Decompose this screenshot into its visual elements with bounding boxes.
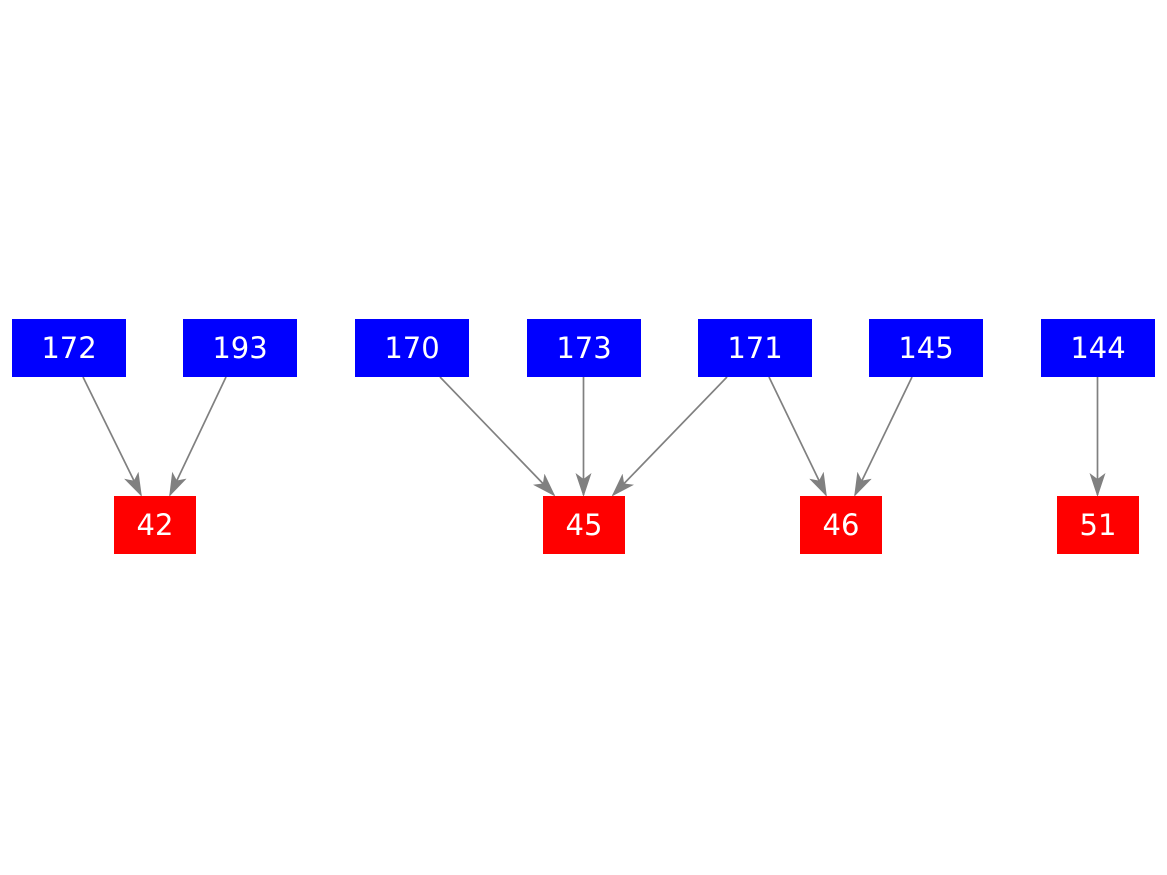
node-42[interactable]: 42 (114, 496, 196, 554)
edge-193-to-42 (169, 376, 227, 497)
node-171[interactable]: 171 (698, 319, 812, 377)
edge-145-to-46 (854, 376, 913, 497)
node-170[interactable]: 170 (355, 319, 469, 377)
node-51[interactable]: 51 (1057, 496, 1139, 554)
edge-171-to-45 (611, 376, 728, 497)
node-172[interactable]: 172 (12, 319, 126, 377)
edge-172-to-42 (82, 376, 142, 497)
edge-170-to-45 (439, 376, 556, 497)
node-144[interactable]: 144 (1041, 319, 1155, 377)
edge-171-to-46 (768, 376, 827, 497)
node-46[interactable]: 46 (800, 496, 882, 554)
node-173[interactable]: 173 (527, 319, 641, 377)
node-45[interactable]: 45 (543, 496, 625, 554)
node-145[interactable]: 145 (869, 319, 983, 377)
node-193[interactable]: 193 (183, 319, 297, 377)
